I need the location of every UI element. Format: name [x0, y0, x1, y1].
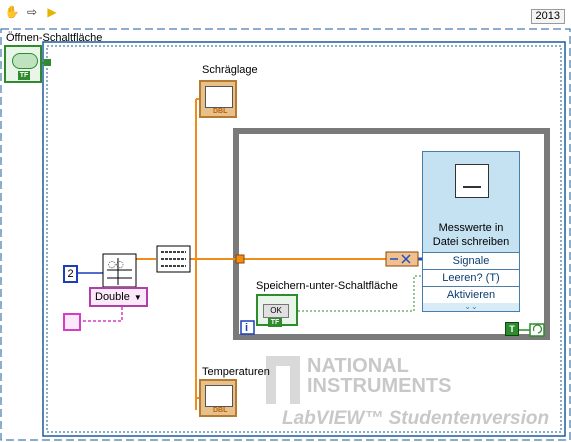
expand-chevron-icon[interactable]: ⌄⌄ [464, 302, 478, 311]
write-file-icon [455, 164, 489, 198]
type-wire [78, 305, 123, 322]
write-measurement-file-express-vi[interactable]: Messwerte in Datei schreiben Signale Lee… [422, 151, 520, 312]
save-as-ok-caption: OK [263, 304, 289, 318]
express-vi-header [423, 152, 519, 252]
schraeglage-label: Schräglage [202, 64, 258, 76]
input-signale[interactable]: Signale [423, 252, 519, 269]
outer-dashed-frame [0, 28, 571, 441]
schraeglage-dbl-tag: DBL [213, 108, 228, 115]
input-aktivieren[interactable]: Aktivieren [423, 286, 519, 303]
ni-watermark-line2: INSTRUMENTS [307, 375, 452, 397]
temperaturen-dbl-tag: DBL [213, 407, 228, 414]
open-button-label: Öffnen-Schaltfläche [6, 32, 103, 44]
case-structure-frame [42, 41, 566, 437]
index-array-glyph [161, 251, 186, 267]
convert-glyph: ◌◌ [108, 260, 124, 270]
open-button-terminal[interactable]: TF [4, 45, 42, 83]
hand-tool-icon[interactable]: ✋ [4, 5, 20, 19]
boolean-wire [298, 275, 424, 312]
schraeglage-graph-terminal[interactable]: DBL [199, 80, 237, 118]
case-structure-inner [46, 45, 562, 433]
ni-logo-shape [266, 356, 300, 404]
save-as-label: Speichern-unter-Schaltfläche [256, 280, 398, 292]
open-button-tag: TF [18, 71, 30, 80]
iteration-terminal-box [240, 320, 255, 335]
graph-icon [205, 385, 233, 407]
while-loop-frame [233, 128, 550, 340]
open-button-glyph [12, 53, 38, 69]
express-vi-title-line1: Messwerte in [438, 222, 504, 234]
numeric-constant[interactable]: 2 [63, 265, 78, 283]
true-constant[interactable]: T [505, 322, 519, 336]
labview-edition-watermark: LabVIEW™ Studentenversion [282, 408, 550, 429]
pencil-icon [463, 170, 481, 188]
express-vi-title: Messwerte in Datei schreiben [423, 221, 519, 249]
loop-tunnel [235, 254, 245, 264]
type-terminal-icon [63, 313, 81, 331]
iteration-terminal: i [245, 322, 249, 334]
temperaturen-graph-terminal[interactable]: DBL [199, 379, 237, 417]
ni-watermark-line1: NATIONAL [307, 355, 409, 377]
input-leeren[interactable]: Leeren? (T) [423, 269, 519, 286]
version-year-badge: 2013 [530, 9, 565, 24]
chevron-down-icon: ▼ [133, 293, 142, 302]
loop-condition-glyph [532, 324, 543, 334]
graph-icon [205, 86, 233, 108]
type-enum-constant[interactable]: Double▼ [89, 287, 148, 307]
express-vi-title-line2: Datei schreiben [432, 236, 510, 248]
save-as-tf-tag: TF [268, 318, 282, 327]
temperaturen-label: Temperaturen [202, 366, 270, 378]
case-selector-terminal [44, 59, 51, 66]
dynamic-data-glyph [390, 254, 411, 264]
save-as-button-terminal[interactable]: OK TF [256, 294, 298, 327]
run-arrow-icon[interactable]: ▶ [47, 5, 57, 19]
type-enum-value: Double [95, 291, 130, 303]
arrow-tool-icon[interactable]: ⇨ [26, 5, 38, 19]
convert-grid [107, 258, 132, 285]
